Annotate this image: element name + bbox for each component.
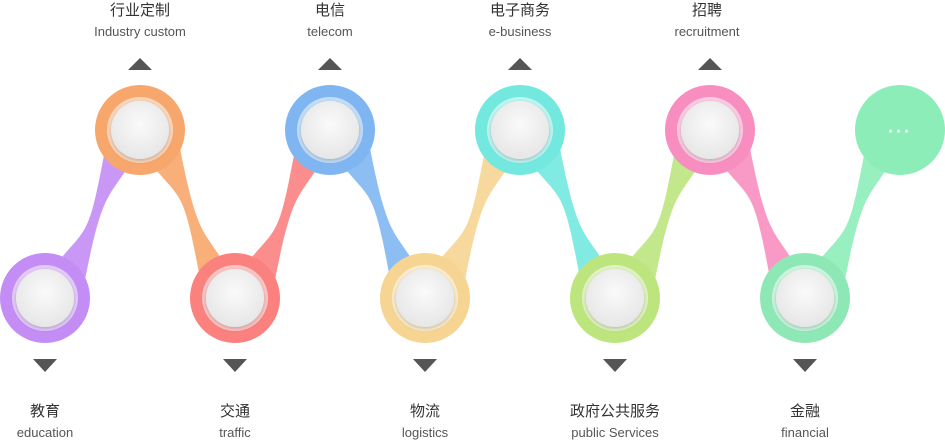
node-label-financial: 金融 financial <box>725 401 885 441</box>
node-disc <box>681 101 739 159</box>
label-en: e-business <box>488 24 552 39</box>
node-disc <box>491 101 549 159</box>
node-label-telecom: 电信 telecom <box>250 0 410 40</box>
down-arrow-icon <box>33 359 57 372</box>
node-label-logistics: 物流 logistics <box>345 401 505 441</box>
down-arrow-icon <box>603 359 627 372</box>
node-label-industry-custom: 行业定制 Industry custom <box>60 0 220 40</box>
node-disc <box>776 269 834 327</box>
label-zh: 教育 <box>29 402 60 420</box>
node-financial <box>760 253 850 343</box>
node-disc <box>301 101 359 159</box>
label-en: public Services <box>571 425 659 440</box>
node-ebusiness <box>475 85 565 175</box>
node-label-traffic: 交通 traffic <box>155 401 315 441</box>
label-zh: 电信 <box>314 1 345 19</box>
node-more <box>855 85 945 175</box>
up-arrow-icon <box>508 58 532 70</box>
node-disc <box>206 269 264 327</box>
node-telecom <box>285 85 375 175</box>
label-zh: 行业定制 <box>109 1 170 19</box>
node-disc <box>586 269 644 327</box>
down-arrow-icon <box>413 359 437 372</box>
label-en: traffic <box>219 425 251 440</box>
label-zh: 招聘 <box>691 1 722 19</box>
label-en: logistics <box>401 425 449 440</box>
label-zh: 金融 <box>789 402 820 420</box>
label-en: telecom <box>307 24 353 39</box>
label-en: education <box>16 425 74 440</box>
label-zh: 交通 <box>219 402 250 420</box>
node-industry <box>95 85 185 175</box>
node-label-public-services: 政府公共服务 public Services <box>535 401 695 441</box>
direction-arrows <box>33 58 817 372</box>
down-arrow-icon <box>223 359 247 372</box>
label-en: Industry custom <box>94 24 186 39</box>
node-disc <box>111 101 169 159</box>
node-public <box>570 253 660 343</box>
label-en: financial <box>781 425 829 440</box>
up-arrow-icon <box>318 58 342 70</box>
node-traffic <box>190 253 280 343</box>
node-recruitment <box>665 85 755 175</box>
label-zh: 电子商务 <box>489 1 550 19</box>
more-ellipsis-icon[interactable]: ··· <box>888 121 912 142</box>
label-en: recruitment <box>674 24 740 39</box>
label-zh: 物流 <box>409 402 440 420</box>
node-logistics <box>380 253 470 343</box>
node-circles <box>0 85 945 343</box>
node-education <box>0 253 90 343</box>
up-arrow-icon <box>698 58 722 70</box>
label-zh: 政府公共服务 <box>569 402 660 420</box>
node-disc <box>16 269 74 327</box>
more-bubble <box>855 85 945 175</box>
up-arrow-icon <box>128 58 152 70</box>
down-arrow-icon <box>793 359 817 372</box>
node-label-e-business: 电子商务 e-business <box>440 0 600 40</box>
node-label-recruitment: 招聘 recruitment <box>627 0 787 40</box>
node-disc <box>396 269 454 327</box>
node-label-education: 教育 education <box>0 401 125 441</box>
